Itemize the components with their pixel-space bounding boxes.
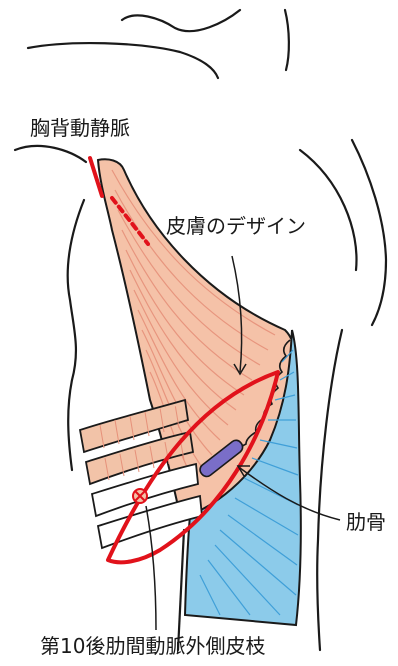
ribs xyxy=(80,400,202,548)
skin-design-label: 皮膚のデザイン xyxy=(166,216,306,236)
rib-label: 肋骨 xyxy=(346,512,386,532)
vessel-label: 胸背動静脈 xyxy=(30,118,130,138)
nerve-label: 第10後肋間動脈外側皮枝 xyxy=(40,636,265,656)
circled-x-icon xyxy=(133,489,147,503)
